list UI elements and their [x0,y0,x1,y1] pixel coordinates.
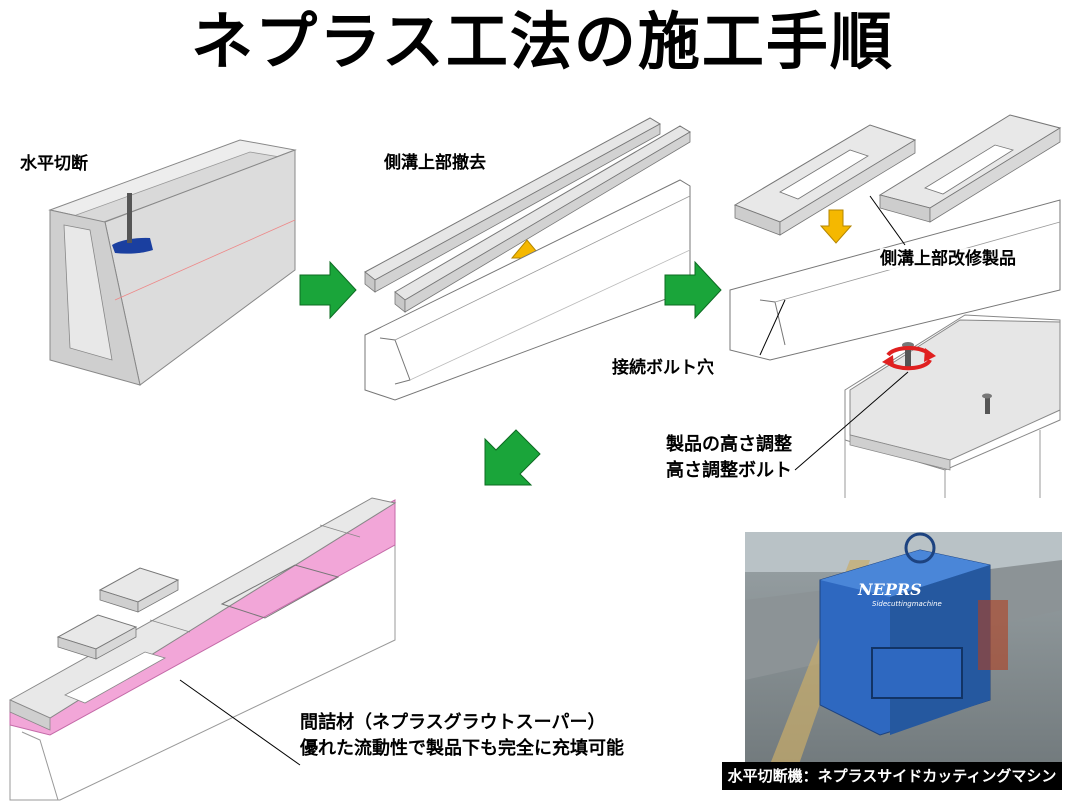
blade-shaft [127,193,132,243]
page-title: ネプラス工法の施工手順 [191,5,894,78]
label-grout-description: 優れた流動性で製品下も完全に充填可能 [300,736,624,762]
label-horizontal-cut: 水平切断 [20,153,88,175]
label-bolt-hole: 接続ボルト穴 [612,357,714,379]
step1-gutter [48,139,297,386]
label-remove-top: 側溝上部撤去 [384,152,486,174]
step4-height-adjust [794,314,1061,498]
machine-brand: NEPRS [858,580,922,599]
label-grout-material: 間詰材（ネプラスグラウトスーパー） [300,710,606,736]
label-height-adjust: 製品の高さ調整 [666,432,792,458]
label-renovation-product: 側溝上部改修製品 [880,248,1016,270]
step3-renovation [729,114,1062,361]
green-arrow-right-icon [664,260,722,320]
green-arrow-down-left-icon [484,429,541,486]
step5-grout-fill [8,497,397,801]
step2-remove-top [364,117,691,401]
label-height-bolt: 高さ調整ボルト [666,458,792,484]
yellow-down-arrow-icon [819,209,853,244]
photo-caption: 水平切断機：ネプラスサイドカッティングマシン [722,762,1062,790]
green-arrow-right-icon [299,260,357,320]
machine-photo [745,532,1062,790]
machine-brand-sub: Sidecuttingmachine [872,600,942,608]
blade-icon [112,237,153,254]
